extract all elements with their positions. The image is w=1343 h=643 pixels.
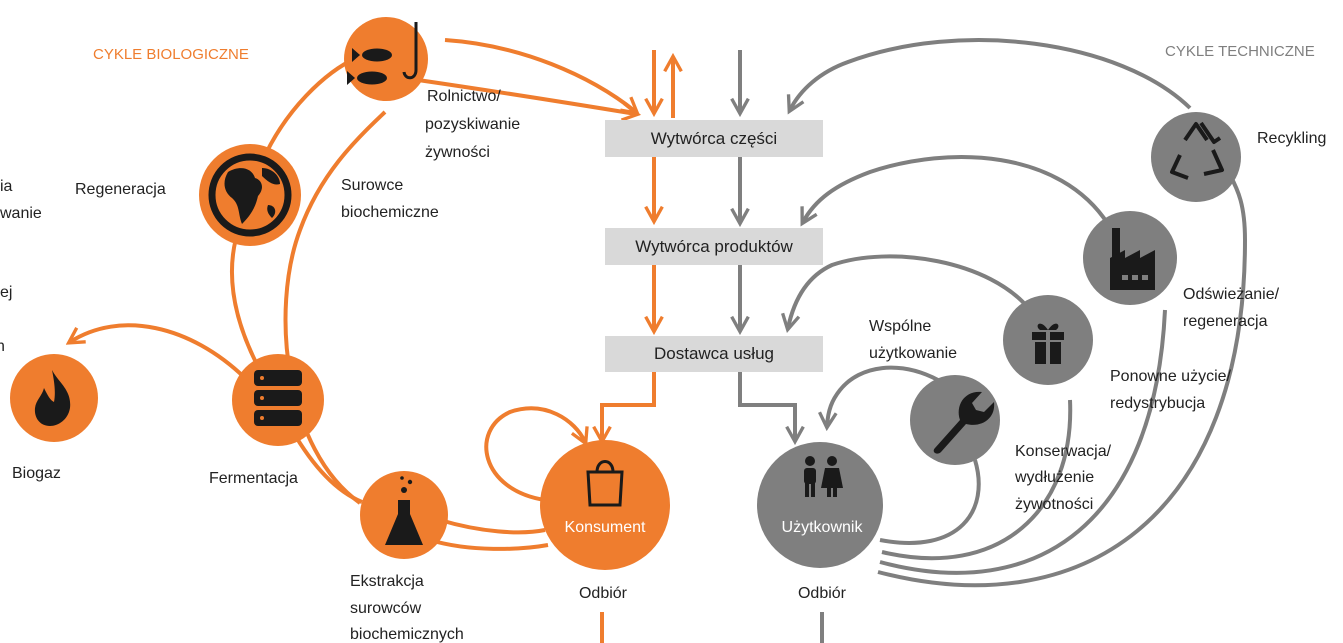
flow-reuse-to-service: [788, 254, 1032, 328]
maintenance-node: [910, 375, 1000, 465]
reuse-label-line1: Ponowne użycie/: [1110, 368, 1232, 385]
clipped-text-2: wanie: [0, 205, 42, 222]
database-icon: [254, 370, 302, 426]
biogas-node: [10, 354, 98, 442]
flow-consumer-to-extraction-1: [439, 518, 546, 535]
flow-farming-to-parts-1: [444, 38, 636, 112]
refurbish-label-line2: regeneracja: [1183, 313, 1268, 330]
flow-recycling-to-parts: [790, 38, 1192, 110]
reuse-node: [1003, 295, 1093, 385]
globe-icon: [208, 153, 292, 237]
biological-cycles-heading: CYKLE BIOLOGICZNE: [93, 46, 249, 63]
flow-user-to-reuse: [881, 399, 1073, 561]
fermentation-label: Fermentacja: [209, 470, 298, 487]
recycling-node: [1151, 112, 1241, 202]
parts-maker-label: Wytwórca części: [651, 129, 777, 148]
shopping-bag-icon: [586, 460, 624, 507]
reuse-label-line2: redystrybucja: [1110, 395, 1205, 412]
technical-cycles-heading: CYKLE TECHNICZNE: [1165, 43, 1315, 60]
refurbish-label-line1: Odświeżanie/: [1183, 286, 1280, 303]
raw-materials-label-line2: biochemiczne: [341, 204, 439, 221]
factory-icon: [1110, 228, 1155, 290]
flow-user-to-maintenance: [879, 459, 981, 545]
regeneration-node: [199, 144, 301, 246]
flow-farming-to-parts-2: [417, 78, 636, 114]
flow-service-to-consumer: [602, 372, 656, 440]
clipped-text-3: ej: [0, 284, 12, 301]
consumer-node: Konsument: [540, 440, 670, 570]
sharing-label-line1: Wspólne: [869, 318, 931, 335]
maintenance-label-line2: wydłużenie: [1014, 469, 1094, 486]
user-node: Użytkownik: [757, 442, 883, 568]
flow-fermentation-to-extraction: [290, 429, 363, 504]
extraction-label-line2: surowców: [350, 600, 422, 617]
clipped-text-1: ia: [0, 178, 13, 195]
service-provider-label: Dostawca usług: [654, 344, 774, 363]
extraction-node: [360, 471, 448, 559]
flow-maintenance-to-user: [827, 365, 939, 426]
flow-user-to-recycling: [877, 174, 1248, 588]
regeneration-label: Regeneracja: [75, 181, 166, 198]
fermentation-node: [232, 354, 324, 446]
product-maker-box: Wytwórca produktów: [605, 228, 823, 265]
user-label: Użytkownik: [782, 519, 864, 536]
clipped-text-4: n: [0, 338, 5, 355]
fish-hook-icon: [347, 22, 418, 85]
flow-consumer-loop: [484, 406, 585, 502]
product-maker-label: Wytwórca produktów: [635, 237, 793, 256]
biogas-label: Biogaz: [12, 465, 61, 482]
service-provider-box: Dostawca usług: [605, 336, 823, 372]
people-icon: [804, 456, 843, 497]
tech-collection-label: Odbiór: [798, 585, 847, 602]
refurbish-node: [1083, 211, 1177, 305]
flow-regeneration-to-farming: [260, 55, 359, 163]
farming-label-line2: pozyskiwanie: [425, 116, 520, 133]
flow-fermentation-to-biogas: [70, 323, 247, 380]
farming-label-line3: żywności: [425, 144, 490, 161]
bio-collection-label: Odbiór: [579, 585, 628, 602]
farming-label-line1: Rolnictwo/: [427, 88, 501, 105]
parts-maker-box: Wytwórca części: [605, 120, 823, 157]
extraction-label-line3: biochemicznych: [350, 626, 464, 643]
sharing-label-line2: użytkowanie: [869, 345, 957, 362]
flow-consumer-to-extraction-2: [429, 538, 549, 551]
extraction-label-line1: Ekstrakcja: [350, 573, 424, 590]
consumer-label: Konsument: [565, 519, 646, 536]
maintenance-label-line1: Konserwacja/: [1015, 443, 1112, 460]
raw-materials-label-line1: Surowce: [341, 177, 403, 194]
technical-flows: [738, 38, 1248, 643]
flow-refurbish-to-products: [803, 154, 1110, 224]
flow-service-to-user: [738, 372, 795, 440]
flow-raw-materials-arc: [283, 110, 387, 505]
farming-node: [344, 17, 428, 101]
flame-icon: [34, 370, 71, 426]
maintenance-label-line3: żywotności: [1015, 496, 1093, 513]
recycle-icon: [1170, 121, 1224, 180]
gift-icon: [1032, 323, 1064, 364]
flow-user-to-refurbish: [879, 309, 1167, 575]
flask-icon: [385, 476, 423, 545]
recycling-label: Recykling: [1257, 130, 1326, 147]
wrench-icon: [933, 391, 995, 454]
biological-flows: [70, 38, 673, 643]
